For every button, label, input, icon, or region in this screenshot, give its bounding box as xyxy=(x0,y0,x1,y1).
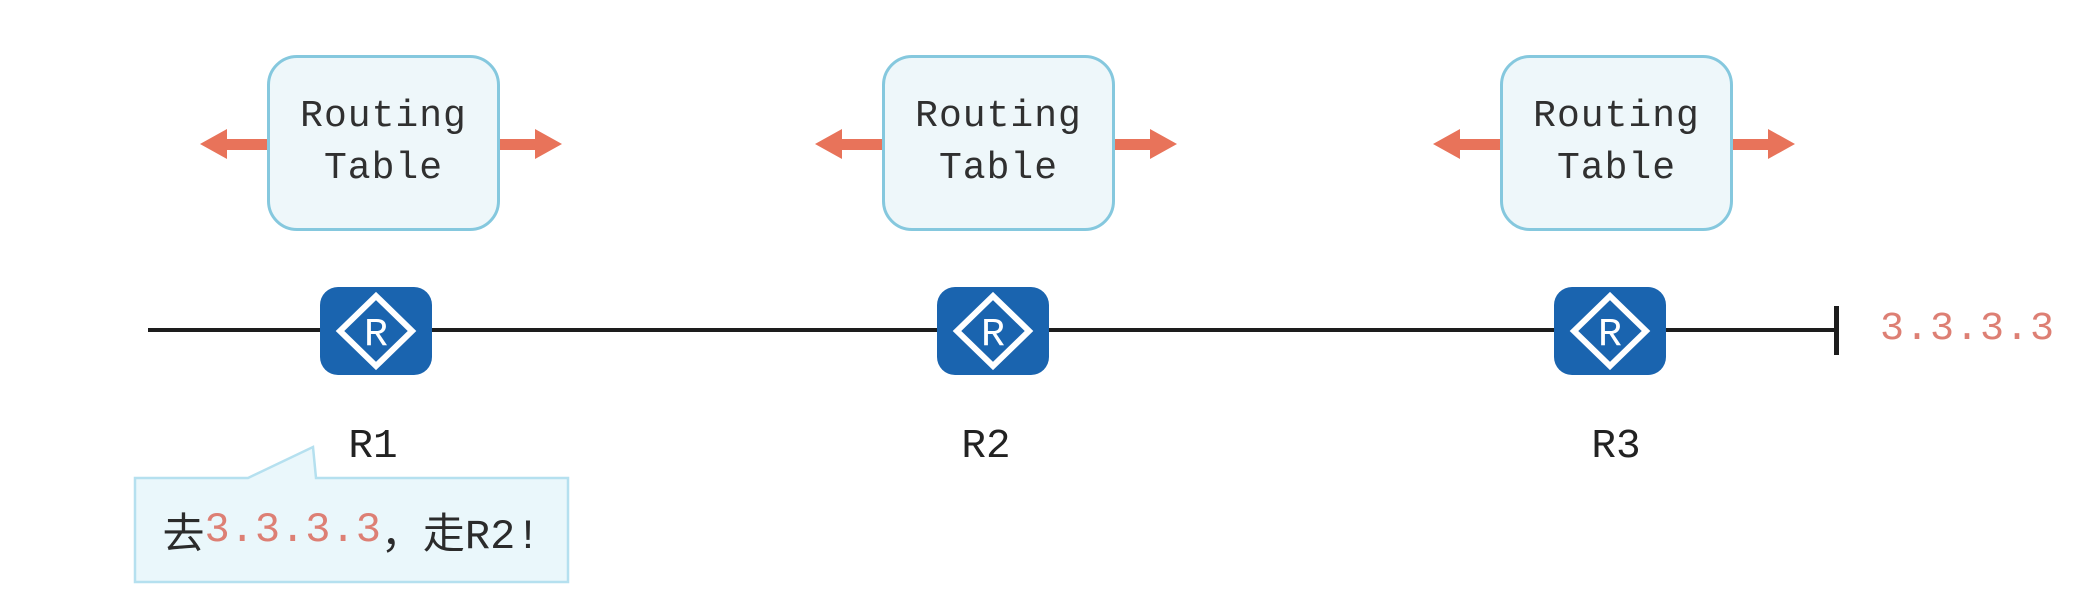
routing-table-label: Table xyxy=(1556,147,1677,190)
router-icon: R xyxy=(320,287,432,375)
left-arrow-icon xyxy=(815,129,882,159)
routing-table-label: Table xyxy=(323,147,444,190)
router-label-r2: R2 xyxy=(961,424,1011,470)
router-icon-letter: R xyxy=(1598,313,1622,358)
destination-ip-label: 3.3.3.3 xyxy=(1880,307,2056,352)
routing-table-label: Routing xyxy=(915,94,1082,138)
router-icon-letter: R xyxy=(981,313,1005,358)
routing-table-box-r2: Routing Table xyxy=(882,55,1115,231)
router-icon: R xyxy=(1554,287,1666,375)
callout-bubble xyxy=(133,445,570,584)
routing-table-label: Table xyxy=(938,147,1059,190)
routing-table-label: Routing xyxy=(1533,94,1700,138)
right-arrow-icon xyxy=(1115,129,1177,159)
router-label-r1: R1 xyxy=(348,424,398,470)
routing-table-label: Routing xyxy=(300,94,467,138)
line-end-tick xyxy=(1834,306,1839,355)
router-icon: R xyxy=(937,287,1049,375)
routing-table-box-r1: Routing Table xyxy=(267,55,500,231)
router-label-r3: R3 xyxy=(1591,424,1641,470)
right-arrow-icon xyxy=(1733,129,1795,159)
callout-prefix: 去 xyxy=(162,512,205,561)
left-arrow-icon xyxy=(1433,129,1500,159)
callout-ip: 3.3.3.3 xyxy=(204,506,381,554)
router-icon-letter: R xyxy=(364,313,388,358)
routing-table-box-r3: Routing Table xyxy=(1500,55,1733,231)
right-arrow-icon xyxy=(500,129,562,159)
left-arrow-icon xyxy=(200,129,267,159)
callout-suffix: ，走R2! xyxy=(380,512,541,561)
